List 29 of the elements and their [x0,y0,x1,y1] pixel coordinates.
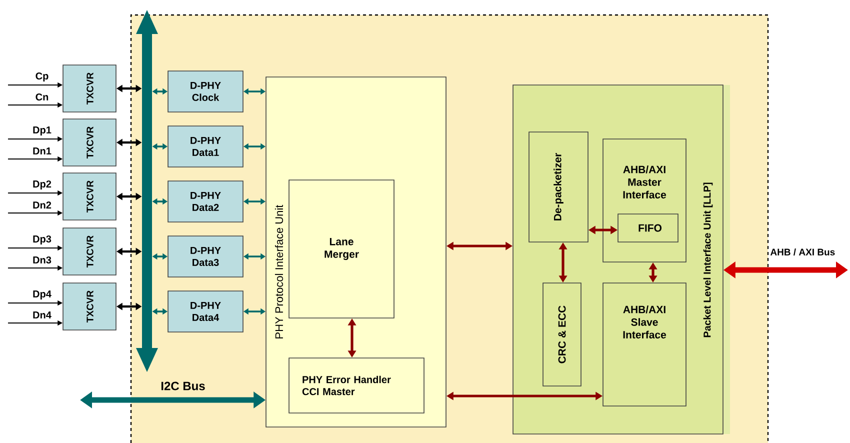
dphy-box: D-PHY Data1 [168,126,244,168]
signal-label: Dp4 [33,290,52,300]
signal-label: Cp [36,72,48,82]
signal-label: Dn4 [33,312,52,318]
signal-label: Dp3 [33,235,52,245]
transceiver-box: TXCVR [62,172,116,220]
signal-label: Dp1 [33,126,52,136]
fifo-box: FIFO [618,214,678,242]
transceiver-box: TXCVR [62,118,116,166]
signal-label: Cn [36,93,48,101]
transceiver-box: TXCVR [62,282,116,330]
bus-bar [136,10,158,372]
signal-label: Dn1 [33,148,52,154]
merger-box: Lane Merger [288,180,394,318]
depacketizer-box: De-packetizer [528,132,588,242]
transceiver-box: TXCVR [62,64,116,112]
signal-label: Dn2 [33,202,52,208]
signal-label: Dn3 [33,256,52,264]
dphy-box: D-PHY Data2 [168,180,244,222]
error-handler-box: PHY Error Handler CCI Master [288,358,424,414]
signal-label: Dp2 [33,180,52,190]
transceiver-box: TXCVR [62,228,116,276]
dphy-box: D-PHY Data3 [168,236,244,278]
bus-label: AHB / AXI Bus [770,248,835,256]
crc-box: CRC & ECC [542,282,582,386]
slave-interface-box: AHB/AXI Slave Interface [602,282,686,406]
dphy-box: D-PHY Data4 [168,290,244,332]
dphy-box: D-PHY Clock [168,70,244,112]
bus-label: I2C Bus [161,382,205,390]
